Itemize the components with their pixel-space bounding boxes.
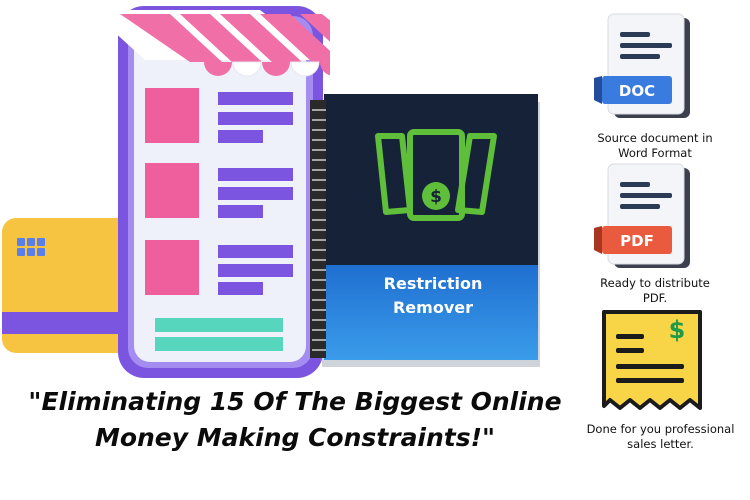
shop-phone-illustration	[2, 6, 330, 378]
cover-title: Restriction Remover	[338, 272, 528, 320]
sales-letter-caption: Done for you professional sales letter.	[578, 422, 743, 452]
pdf-caption-line2: PDF.	[642, 291, 668, 305]
doc-caption-line1: Source document in	[597, 131, 713, 145]
cover-title-line2: Remover	[392, 298, 473, 317]
sales-caption-line1: Done for you professional	[586, 422, 735, 436]
sales-letter-dollar: $	[668, 316, 686, 344]
awning-icon	[90, 10, 330, 77]
dollar-sign: $	[430, 187, 442, 207]
sales-caption-line2: sales letter.	[627, 437, 694, 451]
headline-line2: Money Making Constraints!"	[94, 423, 496, 452]
doc-caption: Source document in Word Format	[585, 131, 725, 161]
doc-badge-label: DOC	[618, 82, 656, 100]
spiral-binding	[310, 100, 326, 358]
pdf-caption-line1: Ready to distribute	[600, 276, 710, 290]
money-icon	[375, 129, 497, 221]
headline: "Eliminating 15 Of The Biggest Online Mo…	[0, 384, 590, 456]
sales-letter-icon	[602, 310, 702, 410]
pdf-caption: Ready to distribute PDF.	[585, 276, 725, 306]
pdf-file-icon	[594, 163, 690, 268]
cover-title-line1: Restriction	[383, 274, 483, 293]
headline-line1: "Eliminating 15 Of The Biggest Online	[28, 387, 562, 416]
pdf-badge-label: PDF	[620, 232, 654, 250]
product-cover: $	[310, 94, 540, 367]
doc-file-icon	[594, 13, 690, 118]
product-list	[145, 88, 293, 351]
doc-caption-line2: Word Format	[618, 146, 692, 160]
